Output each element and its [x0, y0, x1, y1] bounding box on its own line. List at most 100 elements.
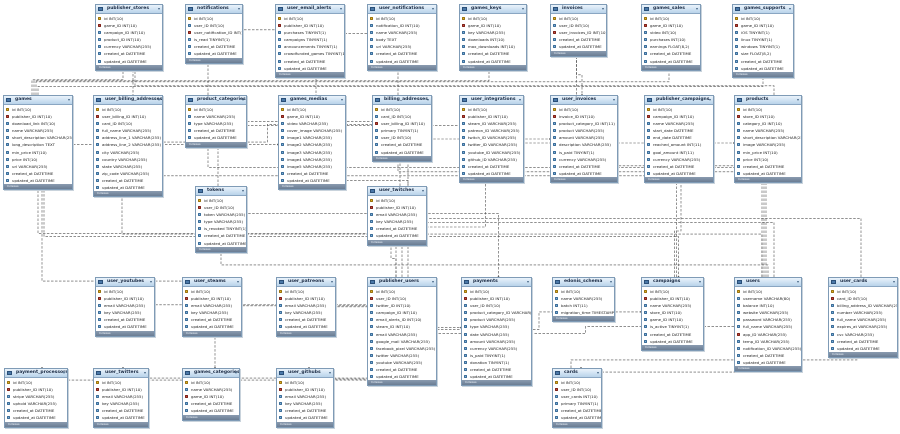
table-title[interactable]: user_youtubes▾ — [96, 278, 154, 287]
column-row[interactable]: id INT(10) — [553, 288, 614, 295]
column-row[interactable]: facebook_pixel VARCHAR(255) — [368, 345, 436, 352]
column-row[interactable]: created_at DATETIME — [186, 43, 242, 50]
column-row[interactable]: key VARCHAR(255) — [94, 400, 148, 407]
collapse-chevron-icon[interactable]: ▾ — [892, 279, 895, 284]
column-row[interactable]: created_at DATETIME — [277, 407, 333, 414]
table-title[interactable]: user_twitches▾ — [368, 187, 426, 196]
relationship-line[interactable] — [33, 70, 490, 95]
table-title[interactable]: user_patreons▾ — [277, 278, 335, 287]
indexes-footer[interactable]: Indexes — [642, 64, 700, 70]
column-row[interactable]: youtube_ID VARCHAR(255) — [460, 149, 523, 156]
collapse-chevron-icon[interactable]: ▾ — [241, 188, 244, 193]
table-title[interactable]: billing_addresses▾ — [373, 96, 431, 105]
column-row[interactable]: is_paid TINYINT(1) — [462, 352, 531, 359]
column-row[interactable]: uphold VARCHAR(255) — [5, 400, 67, 407]
column-row[interactable]: created_at DATETIME — [642, 331, 703, 338]
indexes-footer[interactable]: Indexes — [829, 351, 897, 357]
table-user-youtubes[interactable]: user_youtubes▾id INT(10)publisher_ID INT… — [95, 277, 155, 337]
column-row[interactable]: steam_ID INT(10) — [368, 323, 436, 330]
column-row[interactable]: id INT(10) — [5, 379, 67, 386]
column-row[interactable]: publisher_ID INT(10) — [277, 295, 335, 302]
column-row[interactable]: store_ID INT(10) — [642, 309, 703, 316]
column-row[interactable]: updated_at DATETIME — [277, 323, 335, 330]
column-row[interactable]: long_description TEXT — [4, 141, 72, 148]
column-row[interactable]: id INT(10) — [186, 106, 246, 113]
column-row[interactable]: publisher_ID INT(10) — [276, 22, 344, 29]
indexes-footer[interactable]: Indexes — [553, 316, 614, 322]
indexes-footer[interactable]: Indexes — [277, 421, 333, 427]
collapse-chevron-icon[interactable]: ▾ — [521, 6, 524, 11]
column-row[interactable]: short_description VARCHAR(255) — [4, 134, 72, 141]
collapse-chevron-icon[interactable]: ▾ — [612, 97, 615, 102]
relationship-line[interactable] — [37, 77, 764, 95]
column-row[interactable]: product_ID INT(10) — [96, 36, 162, 43]
column-row[interactable]: full_name VARCHAR(255) — [94, 127, 162, 134]
column-row[interactable]: created_at DATETIME — [368, 366, 436, 373]
column-row[interactable]: updated_at DATETIME — [186, 134, 246, 141]
column-row[interactable]: email VARCHAR(255) — [277, 393, 333, 400]
collapse-chevron-icon[interactable]: ▾ — [157, 97, 160, 102]
collapse-chevron-icon[interactable]: ▾ — [526, 279, 529, 284]
column-row[interactable]: id INT(10) — [462, 288, 531, 295]
column-row[interactable]: linux TINYINT(1) — [733, 36, 793, 43]
table-title[interactable]: publisher_campaigns▾ — [645, 96, 713, 105]
column-row[interactable]: downloads INT(10) — [460, 36, 526, 43]
column-row[interactable]: created_at DATETIME — [4, 170, 72, 177]
column-row[interactable]: created_at DATETIME — [279, 170, 345, 177]
indexes-footer[interactable]: Indexes — [5, 421, 67, 427]
column-row[interactable]: min_price INT(10) — [4, 149, 72, 156]
column-row[interactable]: created_at DATETIME — [94, 407, 148, 414]
table-notifications[interactable]: notifications▾id INT(10)user_ID INT(10)u… — [185, 4, 243, 64]
collapse-chevron-icon[interactable]: ▾ — [518, 97, 521, 102]
column-row[interactable]: number VARCHAR(255) — [829, 309, 897, 316]
column-row[interactable]: state VARCHAR(255) — [94, 163, 162, 170]
column-row[interactable]: updated_at DATETIME — [553, 414, 601, 421]
column-row[interactable]: max_downloads INT(10) — [460, 43, 526, 50]
column-row[interactable]: key VARCHAR(255) — [277, 309, 335, 316]
column-row[interactable]: expires_at VARCHAR(255) — [829, 323, 897, 330]
column-row[interactable]: created_at DATETIME — [368, 225, 426, 232]
column-row[interactable]: updated_at DATETIME — [645, 170, 713, 177]
table-title[interactable]: games_sales▾ — [642, 5, 700, 14]
column-row[interactable]: created_at DATETIME — [183, 400, 239, 407]
column-row[interactable]: id INT(10) — [460, 15, 526, 22]
column-row[interactable]: email VARCHAR(255) — [368, 211, 426, 218]
column-row[interactable]: name VARCHAR(255) — [645, 120, 713, 127]
column-row[interactable]: created_at DATETIME — [368, 50, 436, 57]
collapse-chevron-icon[interactable]: ▾ — [431, 279, 434, 284]
column-row[interactable]: created_at DATETIME — [460, 163, 523, 170]
indexes-footer[interactable]: Indexes — [196, 246, 246, 252]
column-row[interactable]: id INT(10) — [645, 106, 713, 113]
table-title[interactable]: payment_processors▾ — [5, 369, 67, 378]
column-row[interactable]: id INT(10) — [277, 379, 333, 386]
column-row[interactable]: user_ID INT(10) — [186, 22, 242, 29]
table-publisher-campaigns[interactable]: publisher_campaigns▾id INT(10)campaign_I… — [644, 95, 714, 183]
column-row[interactable]: updated_at DATETIME — [96, 58, 162, 65]
collapse-chevron-icon[interactable]: ▾ — [237, 6, 240, 11]
column-row[interactable]: date VARCHAR(255) — [462, 331, 531, 338]
column-row[interactable]: created_at DATETIME — [196, 232, 246, 239]
table-title[interactable]: payments▾ — [462, 278, 531, 287]
column-row[interactable]: twitter VARCHAR(255) — [368, 352, 436, 359]
column-row[interactable]: purchases TINYINT(1) — [276, 29, 344, 36]
table-title[interactable]: games▾ — [4, 96, 72, 105]
column-row[interactable]: currency VARCHAR(255) — [645, 156, 713, 163]
column-row[interactable]: updated_at DATETIME — [4, 177, 72, 184]
column-row[interactable]: id INT(10) — [551, 106, 617, 113]
column-row[interactable]: currency VARCHAR(255) — [96, 43, 162, 50]
column-row[interactable]: video VARCHAR(255) — [279, 120, 345, 127]
column-row[interactable]: updated_at DATETIME — [96, 323, 154, 330]
table-title[interactable]: users▾ — [735, 278, 801, 287]
column-row[interactable]: campaign_ID INT(10) — [96, 29, 162, 36]
collapse-chevron-icon[interactable]: ▾ — [695, 6, 698, 11]
column-row[interactable]: id INT(10) — [276, 15, 344, 22]
column-row[interactable]: cvc VARCHAR(255) — [829, 331, 897, 338]
column-row[interactable]: name VARCHAR(255) — [183, 386, 239, 393]
column-row[interactable]: address_line_2 VARCHAR(255) — [94, 141, 162, 148]
indexes-footer[interactable]: Indexes — [279, 184, 345, 190]
column-row[interactable]: batch INT(11) — [553, 302, 614, 309]
table-title[interactable]: user_invoices▾ — [551, 96, 617, 105]
column-row[interactable]: created_at DATETIME — [642, 50, 700, 57]
relationship-line[interactable] — [220, 252, 769, 277]
column-row[interactable]: created_at DATETIME — [183, 316, 241, 323]
